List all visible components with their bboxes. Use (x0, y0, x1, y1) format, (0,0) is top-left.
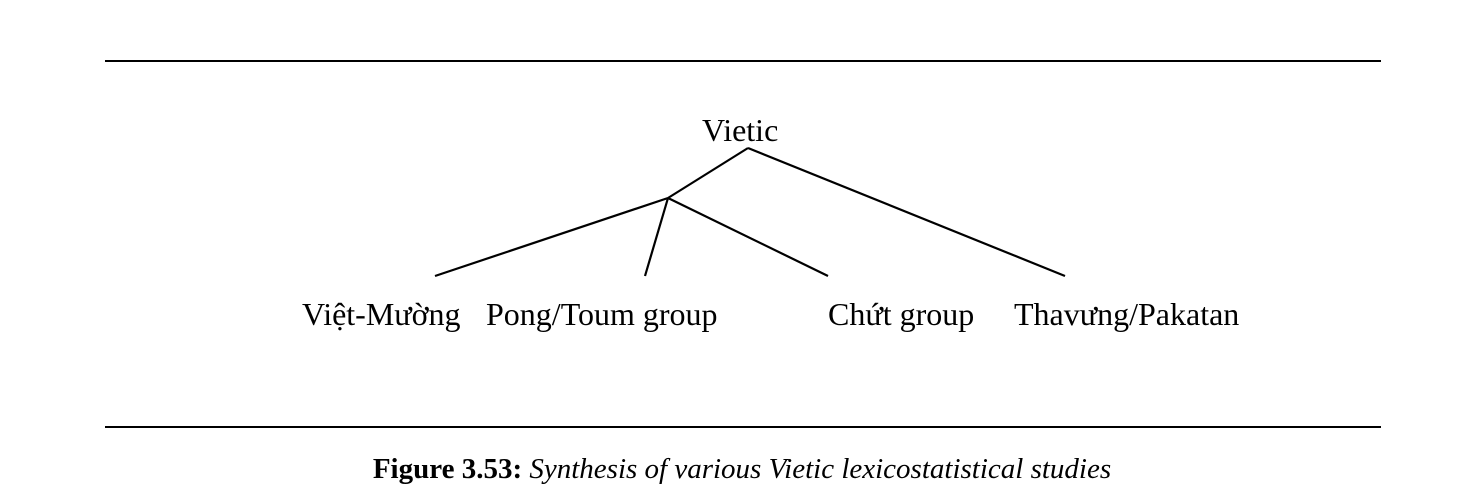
leaf-chut: Chứt group (828, 296, 975, 332)
edge-subgroup-pong-toum (643, 197, 670, 277)
caption-text: Synthesis of various Vietic lexicostatis… (529, 453, 1112, 485)
bottom-rule (105, 426, 1381, 428)
top-rule (105, 60, 1381, 62)
root-node-label: Vietic (702, 112, 779, 148)
edge-root-thavung (747, 146, 1066, 278)
caption-label: Figure 3.53: (372, 453, 523, 485)
leaf-pong-toum: Pong/Toum group (486, 296, 718, 332)
leaf-thavung-pakatan: Thavưng/Pakatan (1014, 296, 1240, 332)
edge-subgroup-viet-muong (434, 196, 669, 278)
figure-caption: Figure 3.53: Synthesis of various Vietic… (0, 453, 1484, 486)
leaf-viet-muong: Việt-Mường (302, 296, 461, 332)
edge-root-subgroup (667, 147, 749, 199)
edge-subgroup-chut (667, 197, 829, 277)
